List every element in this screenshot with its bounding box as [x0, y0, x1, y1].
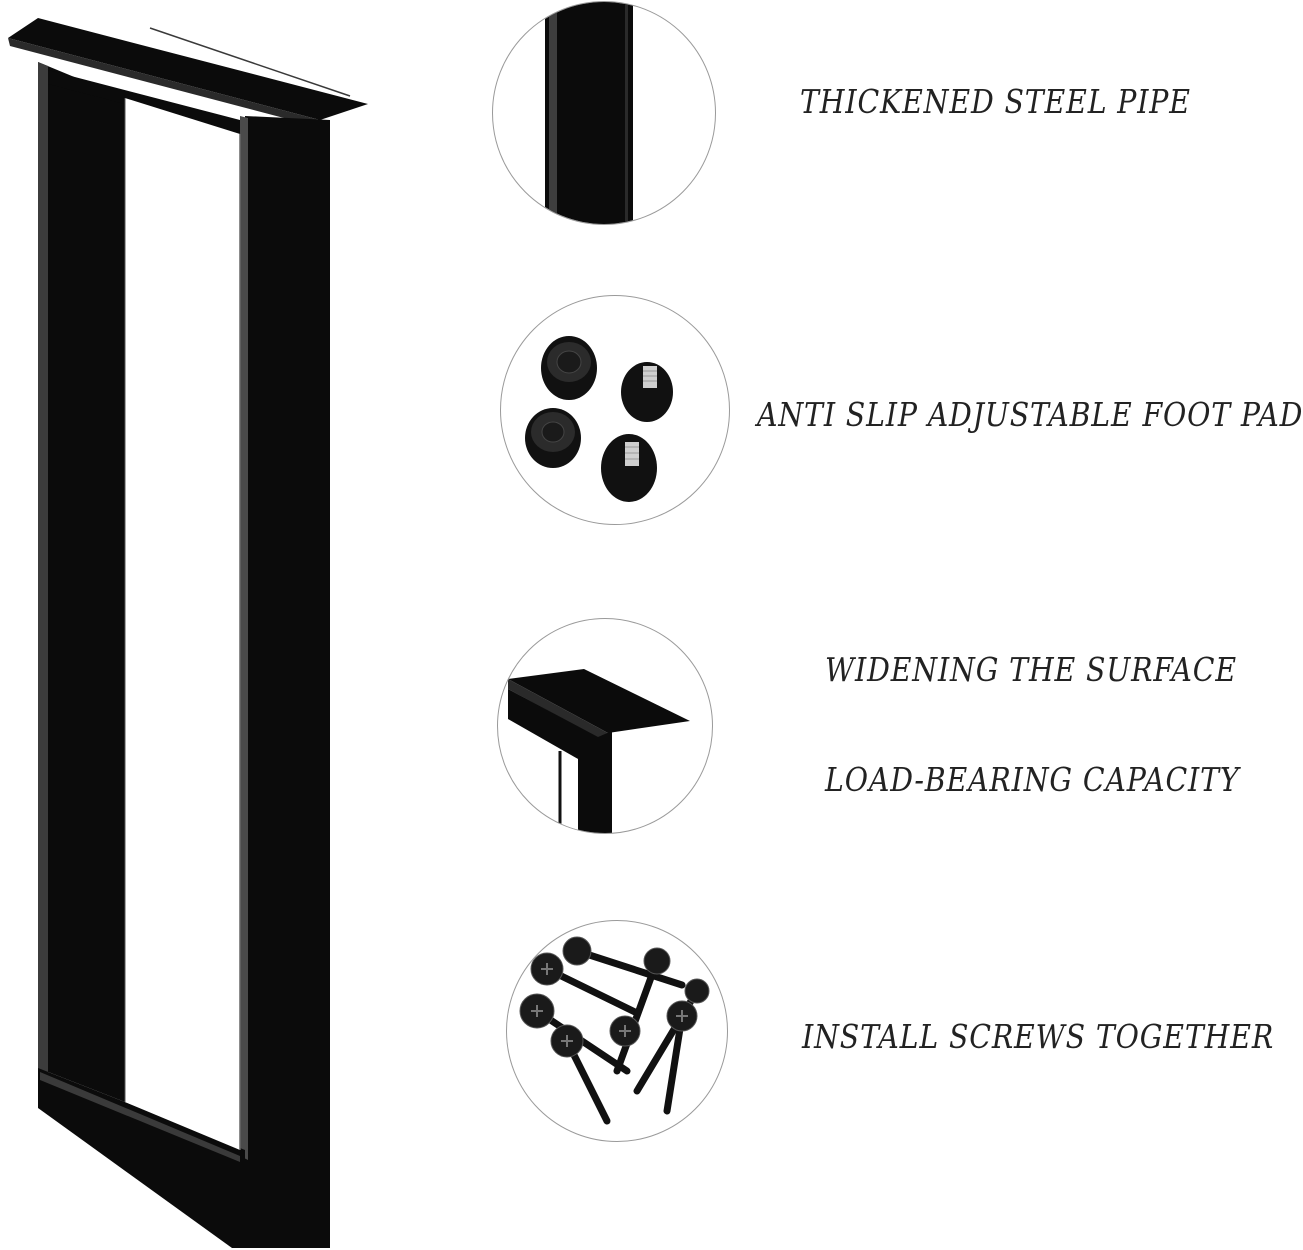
feature-label-widening-surface: WIDENING THE SURFACE: [825, 650, 1237, 689]
feature-label-foot-pad: ANTI SLIP ADJUSTABLE FOOT PAD: [757, 395, 1303, 434]
foot-pad-2: [621, 362, 673, 422]
foot-pad-closeup-icon: [500, 295, 730, 525]
feature-label-steel-pipe: THICKENED STEEL PIPE: [800, 82, 1191, 121]
steel-pipe-closeup-icon: [492, 1, 716, 225]
foot-pad-3: [525, 408, 581, 468]
foot-pad-1: [541, 336, 597, 400]
top-rail-closeup-icon: [497, 618, 713, 834]
leg-bottom-rail: [38, 1068, 245, 1248]
screws-closeup-icon: [506, 920, 728, 1142]
feature-label-install-screws: INSTALL SCREWS TOGETHER: [802, 1017, 1275, 1056]
leg-left-post: [38, 62, 125, 1102]
table-leg-image: [8, 18, 368, 1248]
feature-label-load-bearing: LOAD-BEARING CAPACITY: [825, 760, 1240, 799]
foot-pad-4: [601, 434, 657, 502]
leg-right-post: [245, 116, 330, 1248]
leg-top-flange: [8, 18, 368, 120]
